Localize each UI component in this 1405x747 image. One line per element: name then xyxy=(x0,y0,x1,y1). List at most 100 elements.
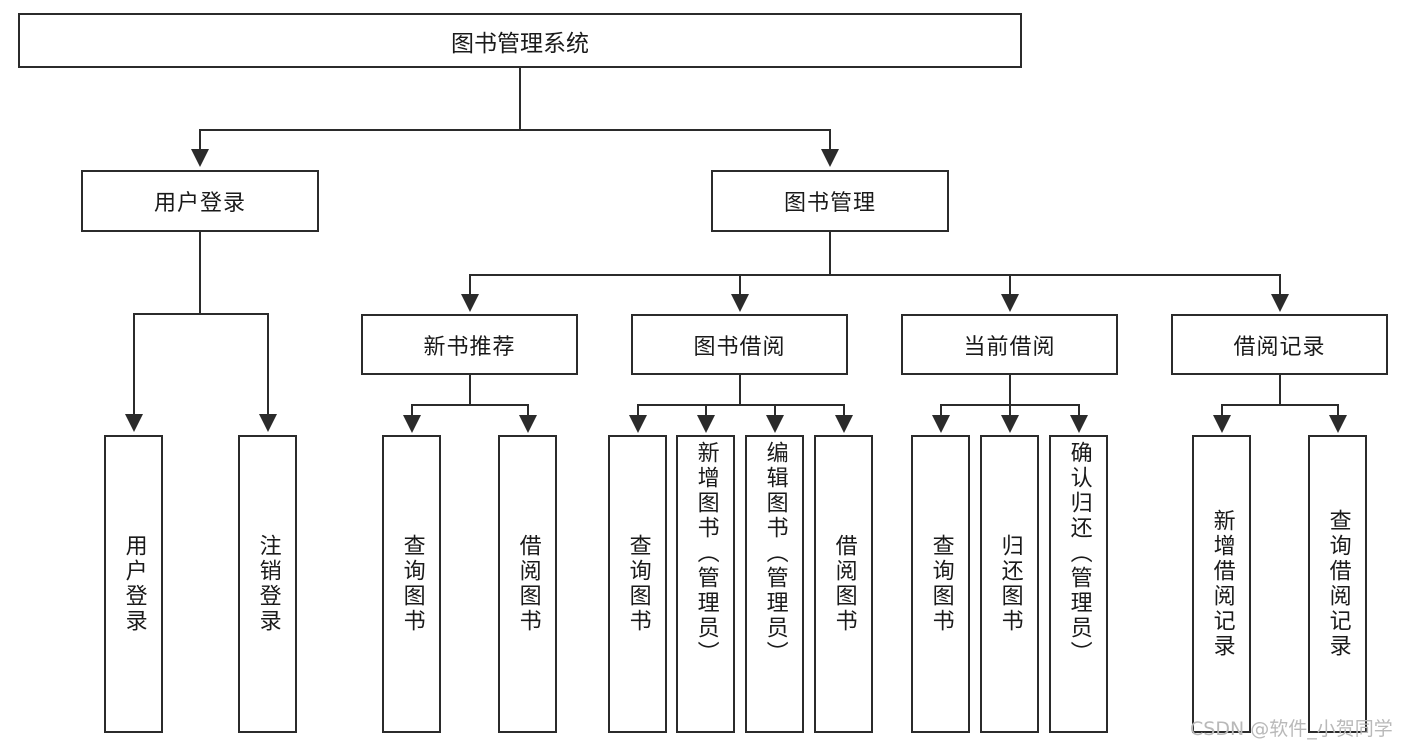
leaf-label: 新增借阅记录 xyxy=(1209,509,1235,659)
connector-current-borrow-stem xyxy=(1009,375,1011,405)
node-new-book-recommend[interactable]: 新书推荐 xyxy=(361,314,578,375)
connector-to-new-book-recommend xyxy=(469,274,471,295)
leaf-text-wrap: 新增借阅记录 xyxy=(1194,437,1249,731)
connector-to-book-borrow xyxy=(739,274,741,295)
node-label: 当前借阅 xyxy=(963,334,1056,360)
arrowhead-to-borrow-record xyxy=(1271,294,1289,312)
node-root-library-management-system[interactable]: 图书管理系统 xyxy=(18,13,1022,68)
leaf-label: 查询图书 xyxy=(928,534,954,634)
arrowhead-br-leaf1 xyxy=(1213,415,1231,433)
leaf-text-wrap: 新增图书（管理员） xyxy=(678,437,733,735)
leaf-cb-return-book[interactable]: 归还图书 xyxy=(980,435,1039,733)
leaf-label: 新增图书（管理员） xyxy=(693,441,719,666)
arrowhead-bb-leaf4 xyxy=(835,415,853,433)
connector-br-leaf1 xyxy=(1221,404,1223,416)
leaf-text-wrap: 查询借阅记录 xyxy=(1310,437,1365,731)
leaf-text-wrap: 归还图书 xyxy=(982,437,1037,731)
arrowhead-bb-leaf2 xyxy=(697,415,715,433)
arrowhead-cb-leaf1 xyxy=(932,415,950,433)
leaf-user-login-logout[interactable]: 注销登录 xyxy=(238,435,297,733)
arrowhead-to-book-borrow xyxy=(731,294,749,312)
arrowhead-cb-leaf2 xyxy=(1001,415,1019,433)
node-book-borrow[interactable]: 图书借阅 xyxy=(631,314,848,375)
node-borrow-record[interactable]: 借阅记录 xyxy=(1171,314,1388,375)
connector-user-login-leaf2 xyxy=(267,313,269,415)
leaf-text-wrap: 查询图书 xyxy=(610,437,665,731)
leaf-user-login-login[interactable]: 用户登录 xyxy=(104,435,163,733)
connector-borrow-record-bus xyxy=(1221,404,1337,406)
arrowhead-nbr-leaf1 xyxy=(403,415,421,433)
leaf-br-add-record[interactable]: 新增借阅记录 xyxy=(1192,435,1251,733)
connector-to-borrow-record xyxy=(1279,274,1281,295)
connector-br-leaf2 xyxy=(1337,404,1339,416)
leaf-label: 查询图书 xyxy=(625,534,651,634)
connector-to-current-borrow xyxy=(1009,274,1011,295)
leaf-label: 编辑图书（管理员） xyxy=(762,441,788,666)
node-label: 用户登录 xyxy=(153,191,246,216)
connector-nbr-leaf1 xyxy=(411,404,413,416)
connector-level3-bus xyxy=(469,274,1280,276)
node-label: 图书借阅 xyxy=(693,334,786,360)
connector-bb-leaf3 xyxy=(774,404,776,416)
arrowhead-br-leaf2 xyxy=(1329,415,1347,433)
connector-borrow-record-stem xyxy=(1279,375,1281,405)
connector-bb-leaf2 xyxy=(705,404,707,416)
connector-book-borrow-bus xyxy=(637,404,843,406)
leaf-nbr-query-book[interactable]: 查询图书 xyxy=(382,435,441,733)
leaf-label: 借阅图书 xyxy=(831,534,857,634)
leaf-label: 借阅图书 xyxy=(515,534,541,634)
connector-book-management-stem xyxy=(829,232,831,275)
connector-nbr-leaf2 xyxy=(527,404,529,416)
connector-new-book-recommend-bus xyxy=(411,404,527,406)
node-label: 借阅记录 xyxy=(1233,334,1326,360)
leaf-bb-edit-book-admin[interactable]: 编辑图书（管理员） xyxy=(745,435,804,733)
arrowhead-user-login-leaf2 xyxy=(259,414,277,432)
arrowhead-to-user-login xyxy=(191,149,209,167)
leaf-cb-confirm-return-admin[interactable]: 确认归还（管理员） xyxy=(1049,435,1108,733)
leaf-text-wrap: 注销登录 xyxy=(240,437,295,731)
connector-user-login-stem xyxy=(199,232,201,314)
arrowhead-cb-leaf3 xyxy=(1070,415,1088,433)
leaf-text-wrap: 借阅图书 xyxy=(500,437,555,731)
connector-book-borrow-stem xyxy=(739,375,741,405)
connector-root-stem xyxy=(519,68,521,130)
leaf-nbr-borrow-book[interactable]: 借阅图书 xyxy=(498,435,557,733)
arrowhead-to-book-management xyxy=(821,149,839,167)
node-book-management[interactable]: 图书管理 xyxy=(711,170,949,232)
leaf-label: 查询借阅记录 xyxy=(1325,509,1351,659)
node-label: 图书管理系统 xyxy=(451,30,589,57)
leaf-label: 注销登录 xyxy=(255,534,281,634)
arrowhead-user-login-leaf1 xyxy=(125,414,143,432)
connector-bb-leaf1 xyxy=(637,404,639,416)
leaf-text-wrap: 确认归还（管理员） xyxy=(1051,437,1106,735)
leaf-text-wrap: 借阅图书 xyxy=(816,437,871,731)
leaf-bb-add-book-admin[interactable]: 新增图书（管理员） xyxy=(676,435,735,733)
leaf-text-wrap: 用户登录 xyxy=(106,437,161,731)
leaf-text-wrap: 查询图书 xyxy=(384,437,439,731)
leaf-bb-query-book[interactable]: 查询图书 xyxy=(608,435,667,733)
node-label: 新书推荐 xyxy=(423,334,516,360)
connector-cb-leaf3 xyxy=(1078,404,1080,416)
leaf-label: 查询图书 xyxy=(399,534,425,634)
connector-bb-leaf4 xyxy=(843,404,845,416)
arrowhead-to-new-book-recommend xyxy=(461,294,479,312)
arrowhead-nbr-leaf2 xyxy=(519,415,537,433)
leaf-cb-query-book[interactable]: 查询图书 xyxy=(911,435,970,733)
leaf-br-query-record[interactable]: 查询借阅记录 xyxy=(1308,435,1367,733)
leaf-text-wrap: 编辑图书（管理员） xyxy=(747,437,802,735)
connector-root-bus xyxy=(199,129,831,131)
node-user-login[interactable]: 用户登录 xyxy=(81,170,319,232)
connector-root-to-book-management xyxy=(829,129,831,151)
arrowhead-to-current-borrow xyxy=(1001,294,1019,312)
leaf-label: 用户登录 xyxy=(121,534,147,634)
csdn-watermark: CSDN @软件_小贺同学 xyxy=(1190,718,1393,740)
connector-cb-leaf1 xyxy=(940,404,942,416)
node-current-borrow[interactable]: 当前借阅 xyxy=(901,314,1118,375)
leaf-label: 归还图书 xyxy=(997,534,1023,634)
leaf-label: 确认归还（管理员） xyxy=(1066,441,1092,666)
connector-cb-leaf2 xyxy=(1009,404,1011,416)
arrowhead-bb-leaf3 xyxy=(766,415,784,433)
leaf-text-wrap: 查询图书 xyxy=(913,437,968,731)
leaf-bb-borrow-book[interactable]: 借阅图书 xyxy=(814,435,873,733)
